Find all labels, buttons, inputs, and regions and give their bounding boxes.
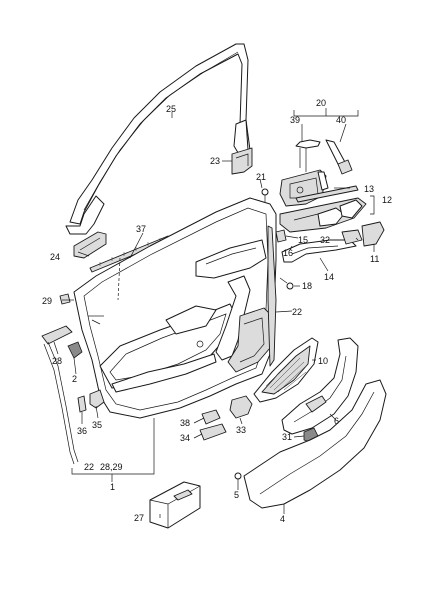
callout-18: 18 xyxy=(302,281,312,291)
callout-31: 31 xyxy=(282,432,292,442)
callout-14: 14 xyxy=(324,272,334,282)
callout-23: 23 xyxy=(210,156,220,166)
handle-insert-33 xyxy=(229,395,253,419)
callout-39: 39 xyxy=(290,115,300,125)
callout-32: 32 xyxy=(320,235,330,245)
callout-labels: 25 23 24 37 20 39 40 21 13 12 15 16 32 1… xyxy=(42,98,392,524)
callout-10: 10 xyxy=(318,356,328,366)
callout-37: 37 xyxy=(136,224,146,234)
callout-13: 13 xyxy=(364,184,374,194)
callout-21: 21 xyxy=(256,172,266,182)
connector-2 xyxy=(67,341,83,359)
switch-32 xyxy=(341,229,363,245)
switch-34 xyxy=(199,423,227,441)
callout-35: 35 xyxy=(92,420,102,430)
strip-13 xyxy=(295,185,359,203)
callout-22-lower: 22 xyxy=(84,462,94,472)
callout-20: 20 xyxy=(316,98,326,108)
part-35 xyxy=(89,389,105,409)
screw-18 xyxy=(279,277,294,290)
callout-36: 36 xyxy=(77,426,87,436)
pillar-trim-6 xyxy=(281,337,359,435)
callout-1: 1 xyxy=(110,482,115,492)
callout-6: 6 xyxy=(334,416,339,426)
callout-4: 4 xyxy=(280,514,285,524)
rod-40 xyxy=(325,139,353,175)
screw-5 xyxy=(234,472,242,486)
clip-29 xyxy=(59,293,71,305)
callout-38: 38 xyxy=(180,418,190,428)
callout-27: 27 xyxy=(134,513,144,523)
armrest-insert-12 xyxy=(279,197,367,233)
cover-24 xyxy=(73,231,107,259)
part-36 xyxy=(77,395,87,413)
callout-2: 2 xyxy=(72,374,77,384)
callout-29: 29 xyxy=(42,296,52,306)
callout-24: 24 xyxy=(50,252,60,262)
trim-panel-4 xyxy=(243,379,387,509)
callout-28-29: 28,29 xyxy=(100,462,123,472)
leader-lines xyxy=(53,108,375,518)
cable-duct-28 xyxy=(41,325,79,465)
speaker-grille-10 xyxy=(253,337,319,403)
screw-21 xyxy=(261,188,269,202)
callout-16: 16 xyxy=(283,248,293,258)
callout-15: 15 xyxy=(298,235,308,245)
callout-25: 25 xyxy=(166,104,176,114)
callout-11: 11 xyxy=(370,254,379,264)
callout-28: 28 xyxy=(52,356,62,366)
cover-plate-11 xyxy=(361,221,385,247)
kit-box-27 xyxy=(149,481,201,529)
switch-38 xyxy=(201,409,221,425)
rod-39 xyxy=(295,139,321,172)
callout-40: 40 xyxy=(336,115,346,125)
callout-5: 5 xyxy=(234,490,239,500)
callout-33: 33 xyxy=(236,425,246,435)
seal-strip-22 xyxy=(267,225,277,367)
callout-22-upper: 22 xyxy=(292,307,302,317)
bracket-23 xyxy=(231,147,253,175)
window-frame-trim xyxy=(65,43,251,235)
clip-15 xyxy=(275,229,287,243)
door-trim-panel xyxy=(73,197,277,419)
armrest-trim-14 xyxy=(281,239,357,263)
callout-34: 34 xyxy=(180,433,190,443)
callout-12: 12 xyxy=(382,195,392,205)
